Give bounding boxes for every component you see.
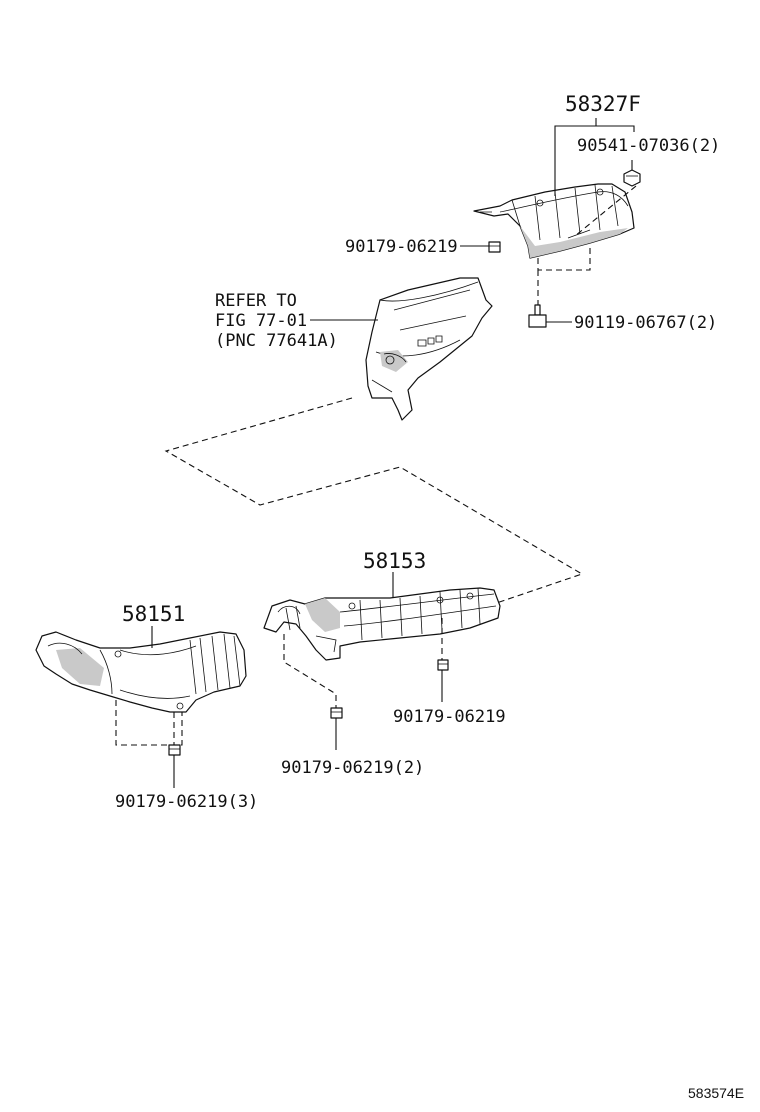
label-90119-06767: 90119-06767(2): [574, 313, 717, 333]
bracket-77641A: [365, 277, 493, 421]
figure-id: 583574E: [688, 1085, 744, 1101]
left-part-leaders: [115, 626, 183, 788]
label-58153: 58153: [363, 549, 426, 573]
nut-90541-icon: [623, 169, 641, 187]
label-fig-77-01: FIG 77-01: [215, 311, 307, 331]
top-part-leaders: [460, 118, 637, 323]
clip-90179-left-icon: [168, 744, 181, 756]
label-pnc-77641a: (PNC 77641A): [215, 331, 338, 351]
label-90179-06219-top: 90179-06219: [345, 237, 458, 257]
label-90179-06219-3: 90179-06219(3): [115, 792, 258, 812]
label-58151: 58151: [122, 602, 185, 626]
clip-90179-center-icon: [437, 659, 449, 671]
clip-90179-center-left-icon: [330, 707, 343, 719]
label-90541-07036: 90541-07036(2): [577, 136, 720, 156]
clip-90179-top-icon: [488, 241, 501, 253]
bolt-90119-icon: [528, 304, 547, 328]
label-90179-06219-2: 90179-06219(2): [281, 758, 424, 778]
label-refer-to: REFER TO: [215, 291, 297, 311]
label-58327F: 58327F: [565, 92, 641, 116]
assembly-dashed-connector: [164, 397, 584, 613]
center-part-leaders: [283, 572, 443, 750]
label-90179-06219-center: 90179-06219: [393, 707, 506, 727]
heat-insulator-58151: [35, 631, 247, 713]
heat-insulator-58153: [263, 587, 501, 661]
heat-insulator-58327F: [473, 183, 635, 259]
